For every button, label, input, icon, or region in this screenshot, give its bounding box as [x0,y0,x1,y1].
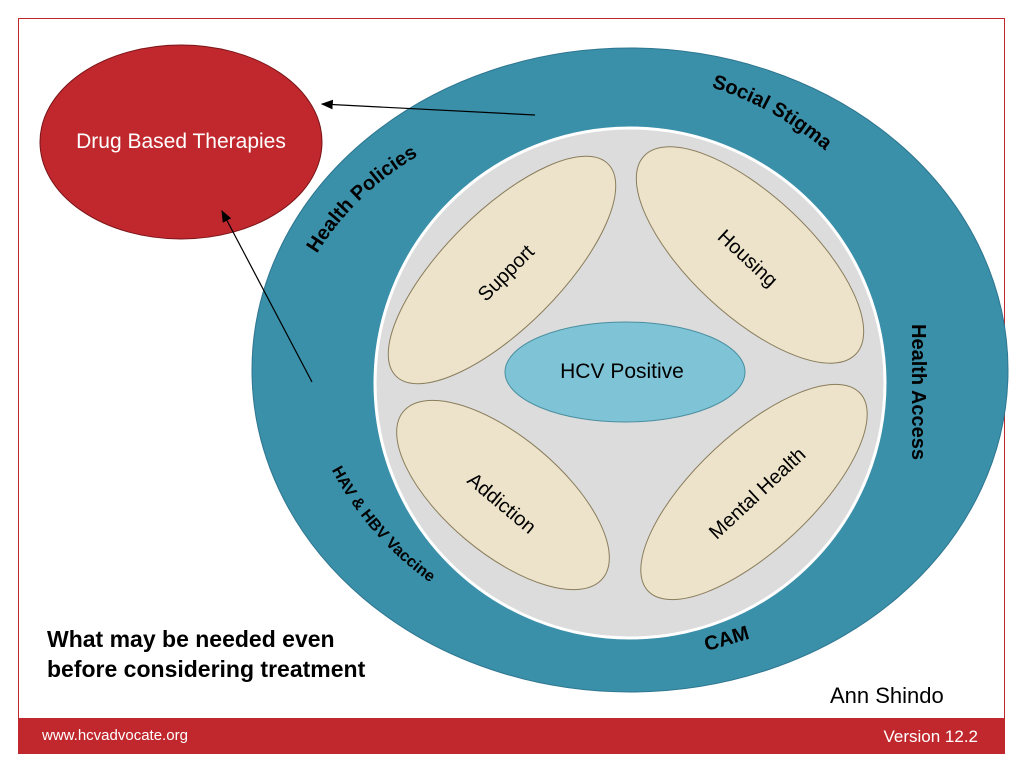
mental-health-petal [640,383,868,601]
center-label: HCV Positive [560,360,684,383]
health-access-label: Health Access [907,324,929,460]
author: Ann Shindo [830,683,944,708]
caption: What may be needed even before consideri… [47,626,366,682]
center-ellipse [504,321,746,423]
footer-version: Version 12.2 [883,727,978,746]
footer-url[interactable]: www.hcvadvocate.org [42,727,188,744]
addiction-petal [396,399,610,591]
arrow-to-drug-bottom [221,209,313,383]
support-petal [387,155,617,385]
arrow-to-drug-top [320,99,536,116]
drug-based-therapies-label: Drug Based Therapies [76,130,286,153]
footer-bar [18,718,1005,754]
drug-based-therapies-ellipse [39,44,323,240]
housing-petal [635,146,865,364]
